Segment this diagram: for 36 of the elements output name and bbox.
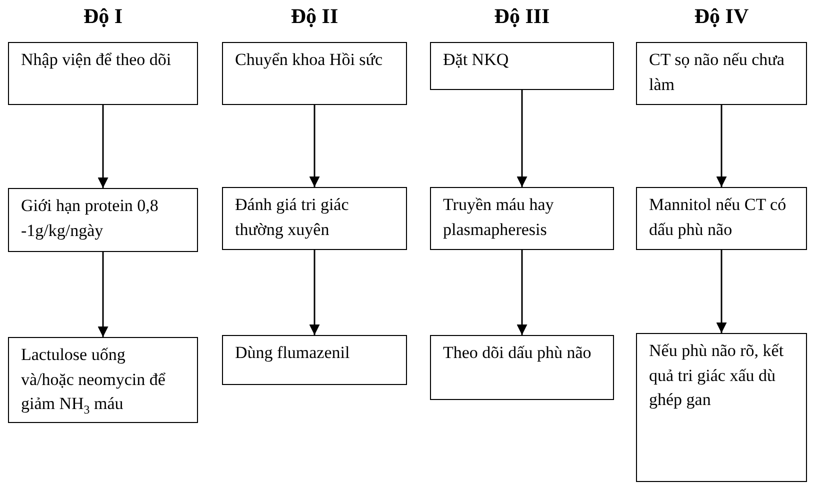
process-box: [8, 188, 198, 252]
column-heading: Độ III: [493, 4, 551, 29]
process-box: [222, 187, 407, 250]
box-text: Truyền máu hay plasmapheresis: [443, 195, 554, 239]
process-box: [8, 42, 198, 105]
arrow: [98, 105, 108, 188]
column-heading: Độ I: [82, 4, 124, 29]
arrow: [716, 250, 727, 333]
process-box: [430, 187, 614, 250]
process-box: [430, 42, 614, 90]
arrow: [516, 250, 528, 335]
box-text: Mannitol nếu CT có dấu phù não: [649, 195, 786, 239]
box-text: Nếu phù não rõ, kết quả tri giác xấu dù ghép gan: [649, 341, 784, 410]
process-box: [430, 335, 614, 400]
box-text: CT sọ não nếu chưa làm: [649, 50, 784, 94]
box-text: Nhập viện để theo dõi: [21, 50, 172, 69]
arrow: [98, 252, 108, 337]
process-box: [636, 333, 807, 482]
arrow: [309, 105, 320, 187]
box-text: Dùng flumazenil: [235, 343, 350, 362]
arrow: [516, 90, 528, 187]
box-text: Lactulose uống và/hoặc neomycin để giảm NH$_{3}$ máu: [21, 345, 166, 414]
process-box: [8, 337, 198, 423]
box-text: Chuyển khoa Hồi sức: [235, 50, 383, 69]
process-box: [636, 187, 807, 250]
box-text: Giới hạn protein 0,8 -1g/kg/ngày: [21, 196, 158, 240]
box-text: Theo dõi dấu phù não: [443, 343, 592, 362]
column-heading: Độ IV: [693, 4, 750, 29]
box-text: Đặt NKQ: [443, 50, 509, 69]
column-heading: Độ II: [290, 4, 340, 29]
box-text: Đánh giá tri giác thường xuyên: [235, 195, 349, 239]
process-box: [222, 42, 407, 105]
process-box: [636, 42, 807, 105]
process-box: [222, 335, 407, 385]
arrow: [716, 105, 727, 187]
arrow: [309, 250, 320, 335]
